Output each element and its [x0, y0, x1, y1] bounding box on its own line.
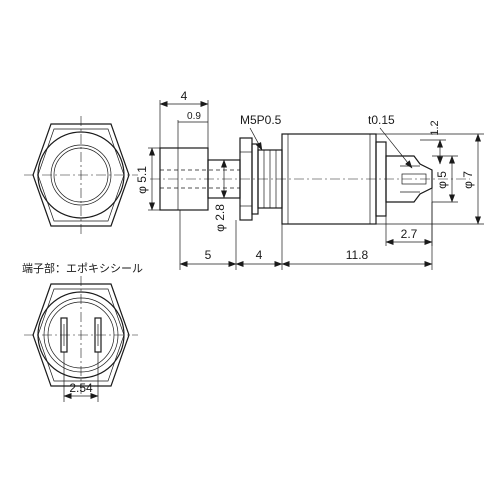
terminal-view: 端子部：エポキシシール 2.54	[22, 261, 143, 402]
terminal-note: 端子部：エポキシシール	[22, 261, 143, 275]
dim-knob-dia: φ 5.1	[135, 166, 149, 194]
dim-body-dia: φ 7	[461, 171, 475, 189]
dim-pitch: 2.54	[69, 381, 93, 395]
dim-flange-offset: 0.9	[187, 111, 201, 122]
dim-terminal-len: 2.7	[401, 227, 418, 241]
dim-shaft-dia: φ 2.8	[213, 204, 227, 232]
front-view	[24, 116, 138, 234]
wall-leader	[379, 127, 413, 169]
dim-flange-width: 4	[181, 89, 188, 103]
thread-label: M5P0.5	[240, 113, 282, 127]
dim-len-body: 11.8	[346, 248, 369, 262]
side-view: 4 0.9 M5P0.5 t0.15 1.2 φ 5.1 φ 2.8 φ 5 φ…	[135, 89, 484, 270]
dim-hole-dia: φ 5	[435, 171, 449, 189]
dim-len-knob: 5	[205, 248, 212, 262]
dim-pin-gap: 1.2	[429, 120, 441, 135]
dim-len-thread: 4	[256, 248, 263, 262]
thread-leader	[249, 127, 263, 151]
wall-label: t0.15	[368, 113, 395, 127]
